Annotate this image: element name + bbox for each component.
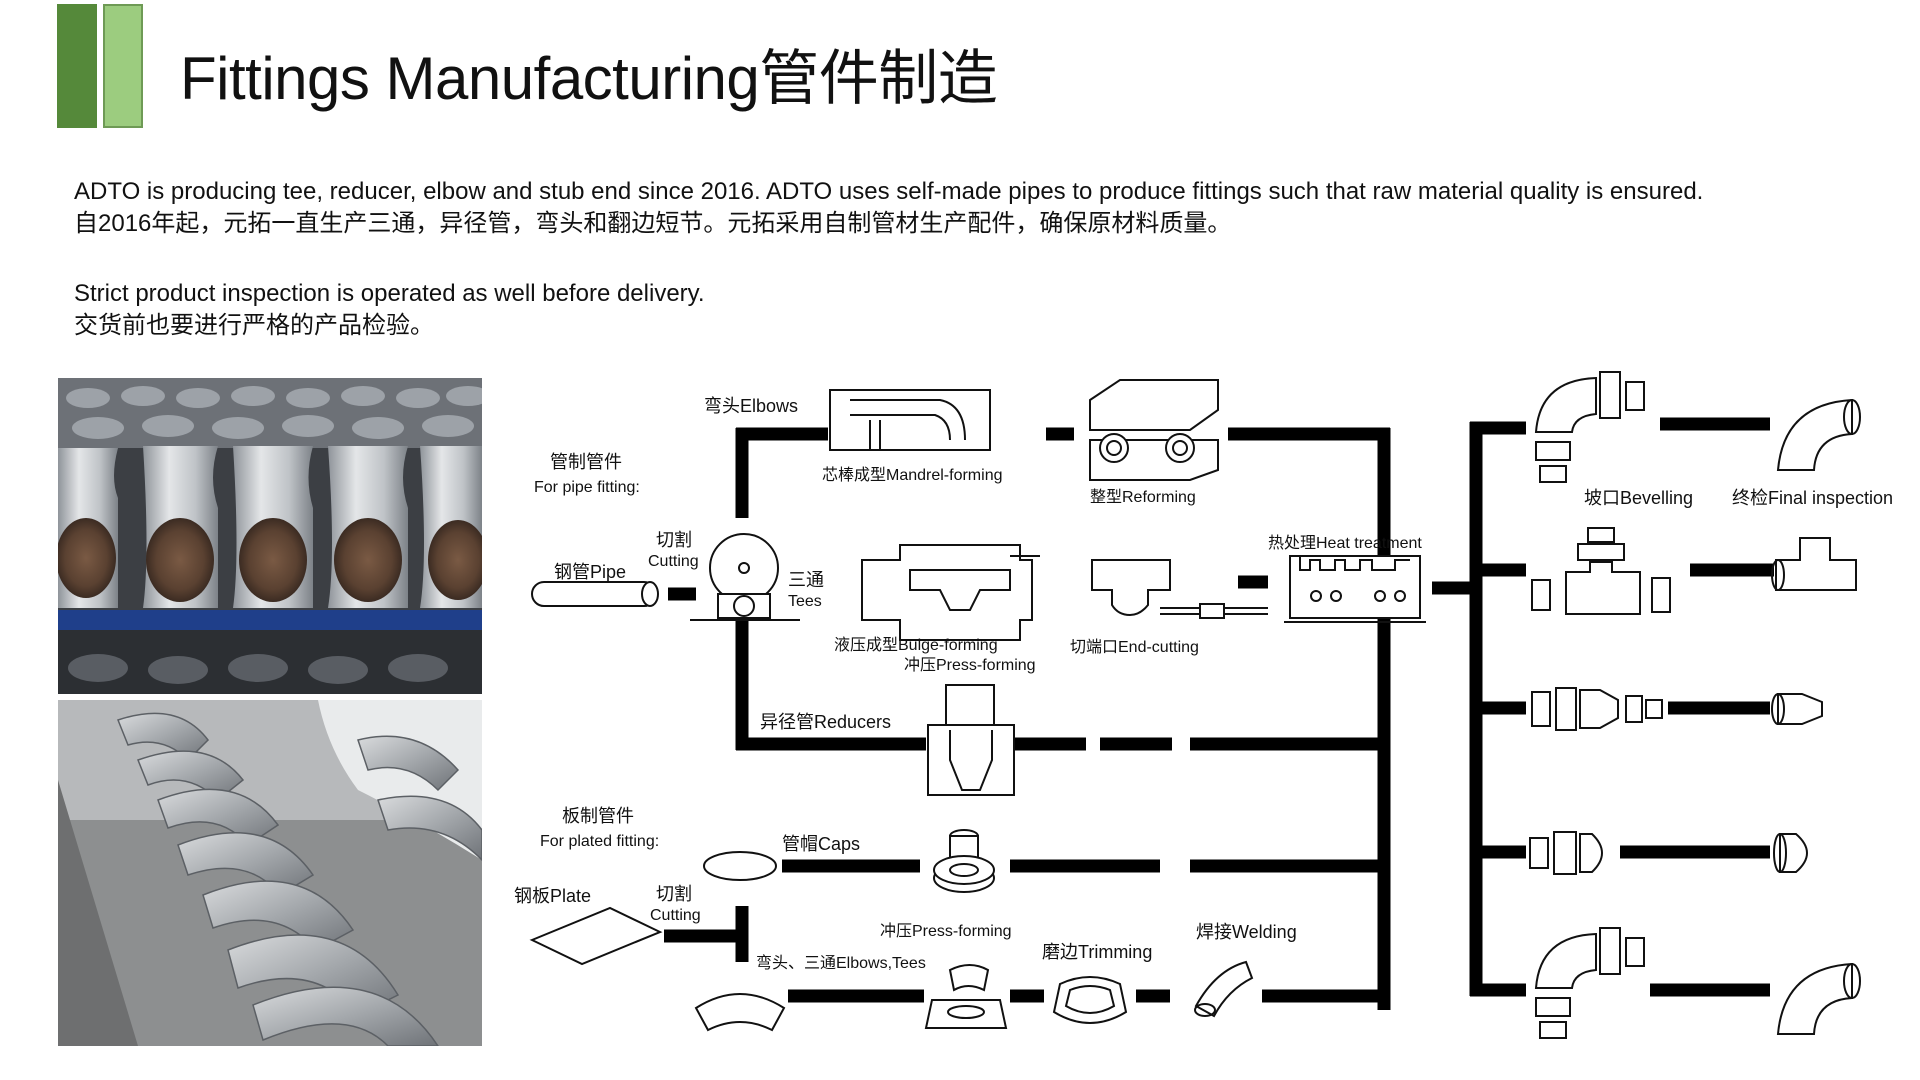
- final-reducer-icon: [1771, 693, 1823, 725]
- svg-text:For plated fitting:: For plated fitting:: [540, 833, 659, 850]
- press-forming-label-1: 冲压Press-forming: [904, 656, 1036, 674]
- tees-on-shelf-photo: [58, 378, 482, 694]
- elbows-tees-label: 弯头、三通Elbows,Tees: [756, 954, 926, 972]
- intro-line1-en: ADTO is producing tee, reducer, elbow an…: [74, 178, 1704, 205]
- intro-line1-cn: 自2016年起，元拓一直生产三通，异径管，弯头和翻边短节。元拓采用自制管材生产配…: [74, 210, 1232, 237]
- elbow-press-icon: [924, 964, 1008, 1029]
- elbow-blank-icon: [694, 993, 786, 1032]
- saw-icon: [690, 533, 800, 621]
- final-inspection-label: 终检Final inspection: [1732, 488, 1893, 508]
- bulge-forming-label: 液压成型Bulge-forming: [834, 636, 998, 654]
- accent-bar-light: [103, 4, 143, 128]
- bevelling-label: 坡口Bevelling: [1584, 488, 1693, 508]
- bevelling-cap-icon: [1529, 831, 1603, 875]
- tees-label-cn: 三通: [788, 570, 824, 590]
- reforming-label: 整型Reforming: [1090, 488, 1196, 506]
- svg-text:管制管件: 管制管件: [550, 452, 622, 472]
- steel-plate-label: 钢板Plate: [514, 886, 591, 906]
- svg-text:For pipe fitting:: For pipe fitting:: [534, 479, 640, 496]
- accent-bar-dark: [57, 4, 97, 128]
- press-forming-label-2: 冲压Press-forming: [880, 922, 1012, 940]
- mandrel-forming-label: 芯棒成型Mandrel-forming: [822, 466, 1003, 484]
- pipe-fitting-heading: 管制管件 For pipe fitting:: [534, 452, 640, 496]
- final-tee-icon: [1771, 537, 1857, 591]
- bevelling-reducer-icon: [1531, 687, 1663, 731]
- page-title: Fittings Manufacturing管件制造: [180, 45, 998, 112]
- elbows-label: 弯头Elbows: [704, 396, 798, 416]
- trimming-ring-icon: [1052, 976, 1128, 1024]
- cap-press-icon: [933, 829, 995, 893]
- end-cutting-label: 切端口End-cutting: [1070, 638, 1199, 656]
- flow-lines: [664, 417, 1774, 1010]
- end-cutting-icon: [1091, 559, 1268, 619]
- welded-elbow-icon: [1194, 960, 1254, 1018]
- steel-pipe-icon: [531, 581, 659, 607]
- intro-line2-en: Strict product inspection is operated as…: [74, 280, 705, 307]
- cutting-label-en: Cutting: [648, 553, 699, 570]
- mandrel-forming-icon: [829, 389, 991, 451]
- reducers-label: 异径管Reducers: [760, 712, 891, 732]
- reducer-press-icon: [927, 684, 1015, 796]
- welding-label: 焊接Welding: [1196, 922, 1297, 942]
- final-elbow-icon-2: [1776, 962, 1861, 1035]
- reforming-die-icon: [1089, 379, 1219, 481]
- elbows-stacked-photo: [58, 700, 482, 1046]
- cutting-label-cn: 切割: [656, 530, 692, 550]
- svg-text:板制管件: 板制管件: [562, 806, 634, 826]
- cap-blank-icon: [703, 851, 777, 881]
- final-elbow-icon-1: [1776, 398, 1861, 471]
- final-cap-icon: [1773, 833, 1808, 873]
- tees-label-en: Tees: [788, 593, 822, 610]
- caps-label: 管帽Caps: [782, 834, 860, 854]
- bevelling-tee-icon: [1531, 527, 1671, 615]
- cutting2-label-en: Cutting: [650, 907, 701, 924]
- plate-fitting-heading: 板制管件 For plated fitting:: [540, 806, 659, 850]
- bulge-forming-icon: [861, 544, 1040, 641]
- cutting2-label-cn: 切割: [656, 884, 692, 904]
- steel-plate-icon: [529, 906, 663, 966]
- bevelling-elbow-icon-1: [1534, 371, 1645, 483]
- intro-line2-cn: 交货前也要进行严格的产品检验。: [74, 312, 434, 339]
- heat-treatment-furnace-icon: [1284, 555, 1426, 623]
- bevelling-elbow-icon-2: [1534, 927, 1645, 1039]
- trimming-label: 磨边Trimming: [1042, 942, 1152, 962]
- heat-treatment-label: 热处理Heat treatment: [1268, 534, 1422, 552]
- steel-pipe-label: 钢管Pipe: [554, 562, 626, 582]
